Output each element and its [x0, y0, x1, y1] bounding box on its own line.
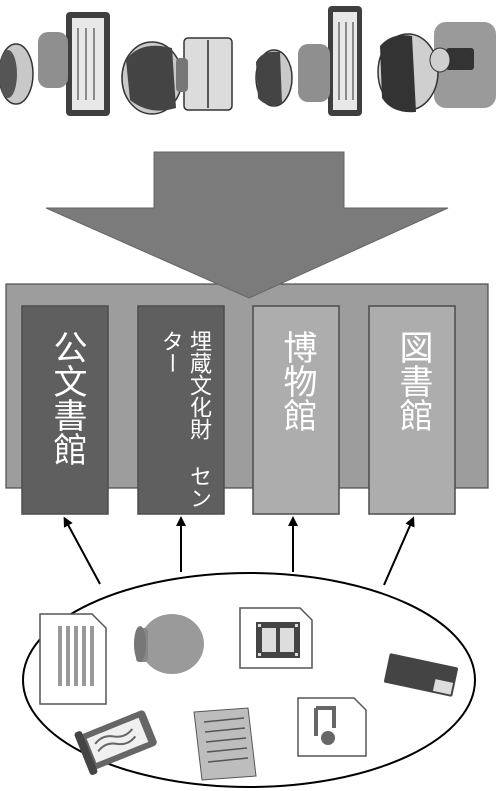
- arrow-to-library: [383, 516, 415, 586]
- label-museum: 博物館: [272, 330, 320, 500]
- film-icon: [239, 607, 313, 669]
- label-buried-cultural-center-line1: 埋蔵文化財: [186, 330, 211, 440]
- label-library: 図書館: [388, 330, 436, 500]
- big-down-arrow: [45, 151, 449, 299]
- users-row: [0, 6, 496, 116]
- scroll-icon: [74, 710, 157, 775]
- person-reading-tablet-icon: [0, 12, 110, 116]
- card-buried-cultural-center: [137, 305, 225, 515]
- book-icon: [384, 653, 458, 697]
- audio-file-icon: [297, 697, 367, 757]
- arrow-to-archives: [63, 516, 101, 585]
- pottery-icon: [134, 614, 204, 674]
- card-museum: [252, 305, 340, 515]
- label-buried-cultural-center: 埋蔵文化財 センター: [156, 330, 212, 510]
- person-reading-tablet-icon-2: [255, 6, 362, 116]
- card-archives: [21, 305, 109, 515]
- person-reading-book-icon: [121, 37, 233, 115]
- document-icon: [39, 613, 107, 705]
- manuscript-icon: [193, 707, 257, 781]
- connector-arrows: [63, 516, 415, 586]
- label-museum-text: 博物館: [277, 330, 317, 432]
- label-library-text: 図書館: [393, 330, 433, 432]
- label-archives-text: 公文書館: [47, 330, 87, 466]
- label-buried-cultural-center-line2: センター: [158, 330, 211, 509]
- label-archives: 公文書館: [44, 330, 90, 510]
- person-using-smartphone-icon: [377, 22, 496, 113]
- card-library: [368, 305, 456, 515]
